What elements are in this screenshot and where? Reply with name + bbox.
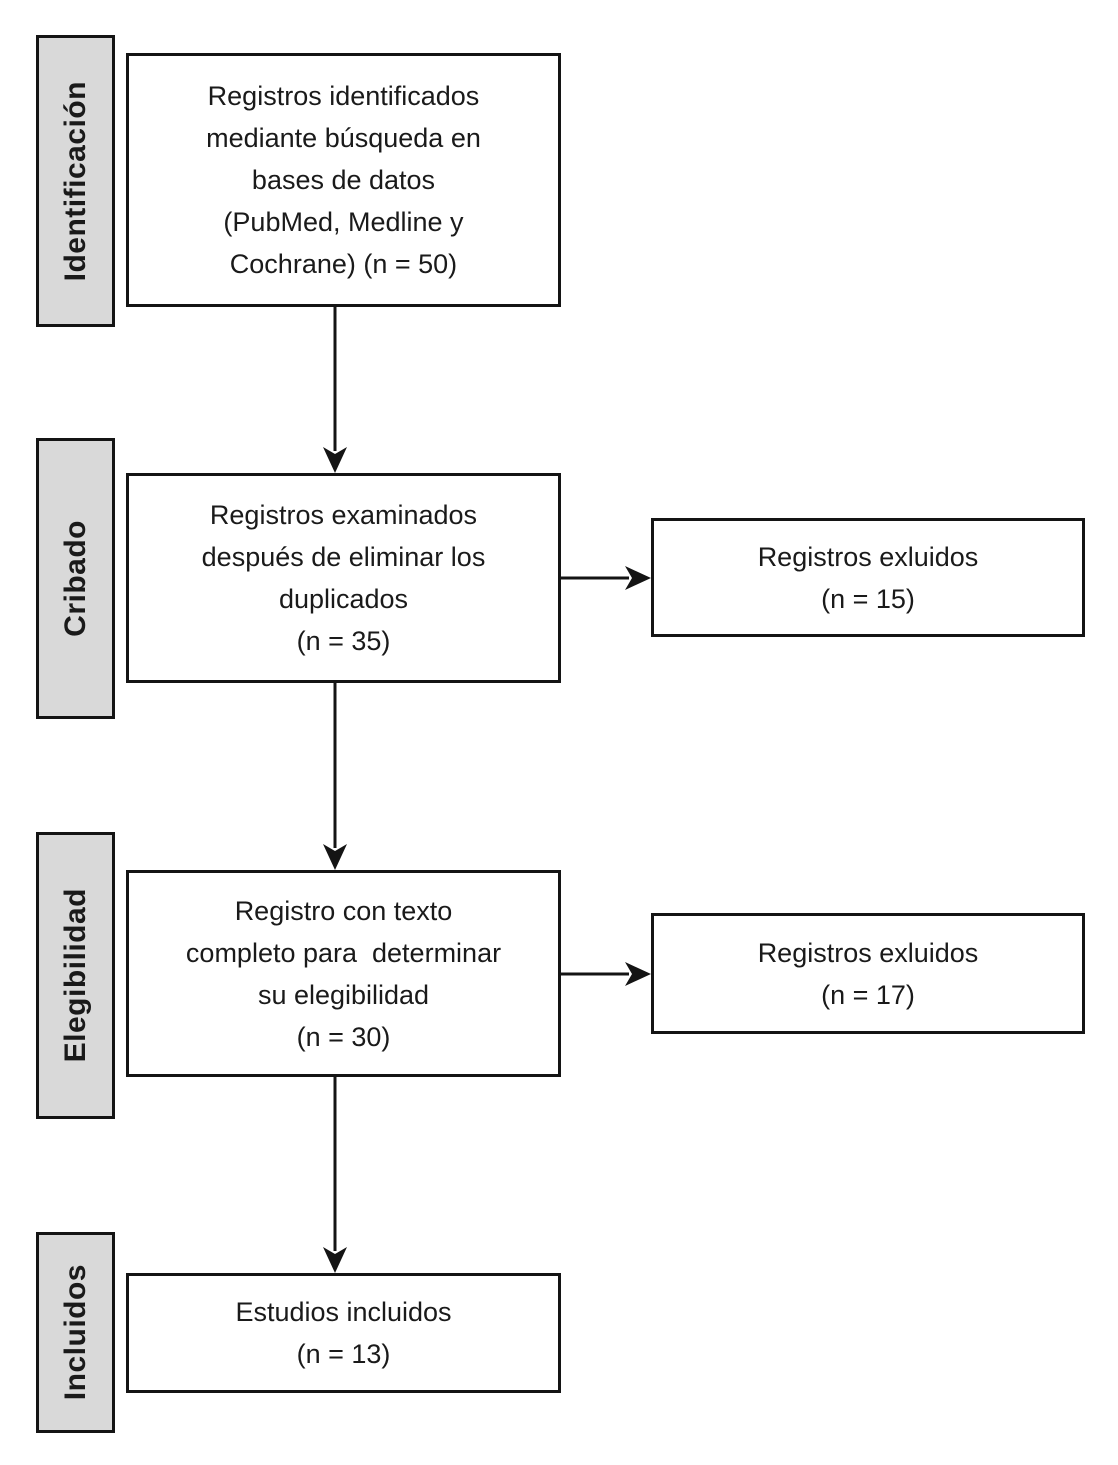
stage-label-identificacion-text: Identificación: [58, 80, 92, 282]
excluded-box-screening: Registros exluidos (n = 15): [651, 518, 1085, 637]
flow-box-fulltext-eligibility: Registro con texto completo para determi…: [126, 870, 561, 1077]
stage-label-identificacion: Identificación: [36, 35, 115, 327]
excluded-box-eligibility: Registros exluidos (n = 17): [651, 913, 1085, 1034]
stage-label-incluidos: Incluidos: [36, 1232, 115, 1433]
flow-box-records-identified-text: Registros identificados mediante búsqued…: [206, 81, 481, 279]
stage-label-incluidos-text: Incluidos: [58, 1264, 92, 1401]
arrow-right-screening-to-excluded: [561, 566, 651, 590]
arrow-down-eligibility-to-included: [323, 1077, 347, 1273]
arrow-down-identification-to-screening: [323, 307, 347, 473]
stage-label-elegibilidad: Elegibilidad: [36, 832, 115, 1119]
arrow-right-eligibility-to-excluded: [561, 962, 651, 986]
flow-box-studies-included-text: Estudios incluidos (n = 13): [235, 1297, 452, 1369]
excluded-box-eligibility-text: Registros exluidos (n = 17): [757, 937, 979, 1010]
stage-label-elegibilidad-text: Elegibilidad: [58, 888, 92, 1063]
flow-box-records-screened-text: Registros examinados después de eliminar…: [201, 500, 486, 656]
flow-box-fulltext-eligibility-text: Registro con texto completo para determi…: [185, 895, 502, 1052]
flow-box-studies-included: Estudios incluidos (n = 13): [126, 1273, 561, 1393]
excluded-box-screening-text: Registros exluidos (n = 15): [757, 541, 979, 614]
flow-box-records-identified: Registros identificados mediante búsqued…: [126, 53, 561, 307]
flow-box-records-screened: Registros examinados después de eliminar…: [126, 473, 561, 683]
arrow-down-screening-to-eligibility: [323, 683, 347, 870]
stage-label-cribado-text: Cribado: [58, 520, 92, 637]
stage-label-cribado: Cribado: [36, 438, 115, 719]
